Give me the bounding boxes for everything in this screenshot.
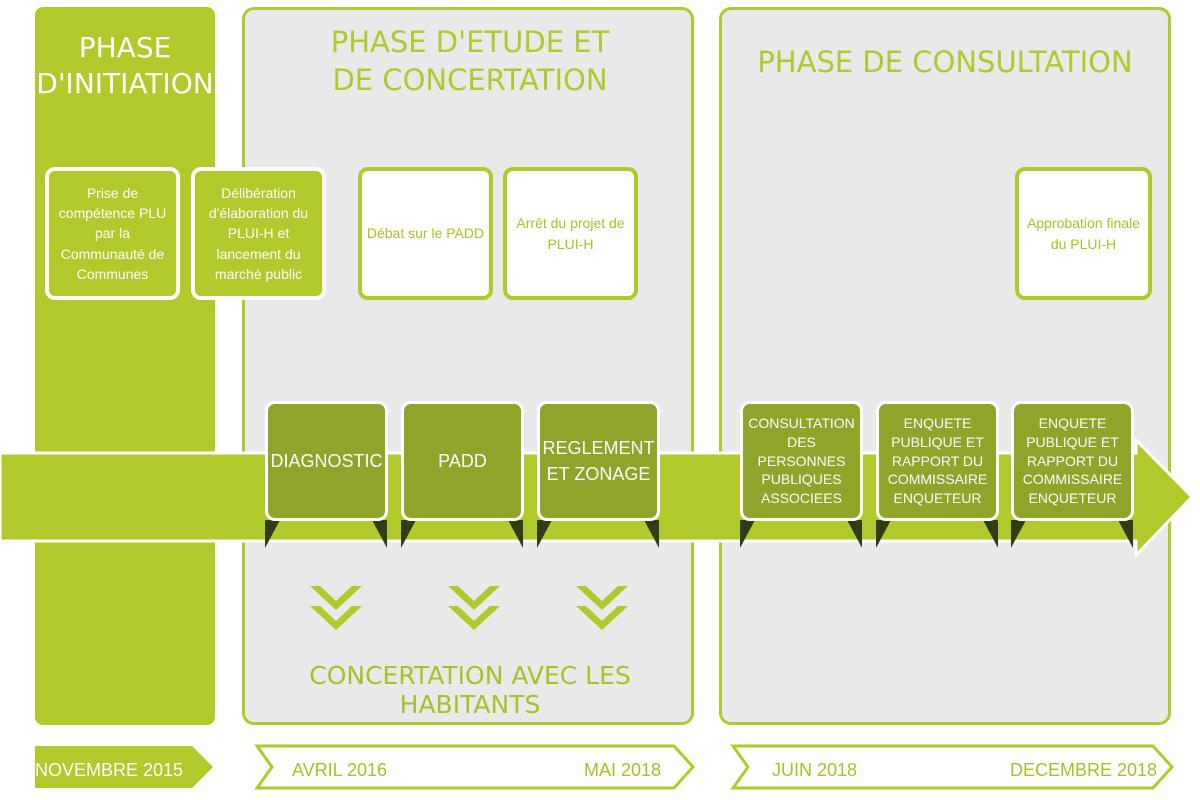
milestone-card-text: Arrêt du projet de PLUI-H	[516, 215, 625, 252]
date-december-2018: DECEMBRE 2018	[1010, 760, 1158, 780]
step-label: PADD	[438, 450, 487, 471]
step-label: ENQUETE PUBLIQUE ET RAPPORT DU COMMISSAI…	[887, 414, 988, 507]
step-fold	[1118, 520, 1133, 548]
milestone-card-text: Délibération d'élaboration du PLUI-H et …	[208, 184, 309, 282]
milestone-card-text: Prise de compétence PLU par la Communaut…	[58, 184, 167, 282]
step-label: ENQUETE PUBLIQUE ET RAPPORT DU COMMISSAI…	[1022, 414, 1123, 507]
step-fold	[644, 520, 659, 548]
date-april-2016: AVRIL 2016	[292, 760, 388, 780]
step-fold	[508, 520, 523, 548]
step-diagnostic: DIAGNOSTIC	[265, 401, 388, 521]
milestone-card-approbation: Approbation finale du PLUI-H	[1015, 167, 1152, 300]
date-ribbon-november	[35, 746, 213, 788]
double-chevron-down-icon	[448, 586, 500, 630]
double-chevron-down-icon	[576, 586, 628, 630]
phase-consultation-title: PHASE DE CONSULTATION	[757, 45, 1133, 79]
step-fold	[740, 520, 755, 548]
milestone-card-text: Débat sur le PADD	[366, 225, 485, 242]
step-fold	[372, 520, 387, 548]
concertation-label: CONCERTATION AVEC LES HABITANTS	[309, 661, 631, 719]
step-fold	[876, 520, 891, 548]
step-fold	[847, 520, 862, 548]
phase-etude-title: PHASE D'ETUDE ET DE CONCERTATION	[330, 25, 610, 97]
step-label: REGLEMENT ET ZONAGE	[542, 437, 655, 484]
step-reglement-zonage: REGLEMENT ET ZONAGE	[537, 401, 660, 521]
date-may-2018: MAI 2018	[584, 760, 662, 780]
step-fold	[537, 520, 552, 548]
step-fold	[265, 520, 280, 548]
milestone-card-debat-padd: Débat sur le PADD	[358, 167, 493, 300]
milestone-card-text: Approbation finale du PLUI-H	[1027, 215, 1140, 252]
double-chevron-down-icon	[310, 586, 362, 630]
phase-initiation-panel	[35, 7, 215, 725]
date-ribbon-consultation	[730, 744, 1175, 790]
milestone-card-arret-projet: Arrêt du projet de PLUI-H	[503, 167, 638, 300]
milestone-card-competence: Prise de compétence PLU par la Communaut…	[45, 167, 180, 300]
step-label: DIAGNOSTIC	[270, 450, 383, 471]
date-ribbon-etude	[254, 744, 696, 790]
step-fold-shadows	[265, 520, 1133, 548]
step-fold	[401, 520, 416, 548]
step-enquete-publique-1: ENQUETE PUBLIQUE ET RAPPORT DU COMMISSAI…	[876, 401, 999, 521]
phase-etude-panel	[242, 7, 694, 725]
step-label: CONSULTATION DES PERSONNES PUBLIQUES ASS…	[748, 414, 855, 507]
step-enquete-publique-2: ENQUETE PUBLIQUE ET RAPPORT DU COMMISSAI…	[1011, 401, 1134, 521]
phase-initiation-title: PHASE D'INITIATION	[36, 31, 214, 101]
step-fold	[1011, 520, 1026, 548]
milestone-card-deliberation: Délibération d'élaboration du PLUI-H et …	[191, 167, 326, 300]
date-june-2018: JUIN 2018	[772, 760, 858, 780]
step-fold	[983, 520, 998, 548]
date-november-2015: NOVEMBRE 2015	[35, 760, 184, 780]
step-consultation-ppa: CONSULTATION DES PERSONNES PUBLIQUES ASS…	[740, 401, 863, 521]
step-padd: PADD	[401, 401, 524, 521]
phase-consultation-panel	[719, 7, 1171, 725]
